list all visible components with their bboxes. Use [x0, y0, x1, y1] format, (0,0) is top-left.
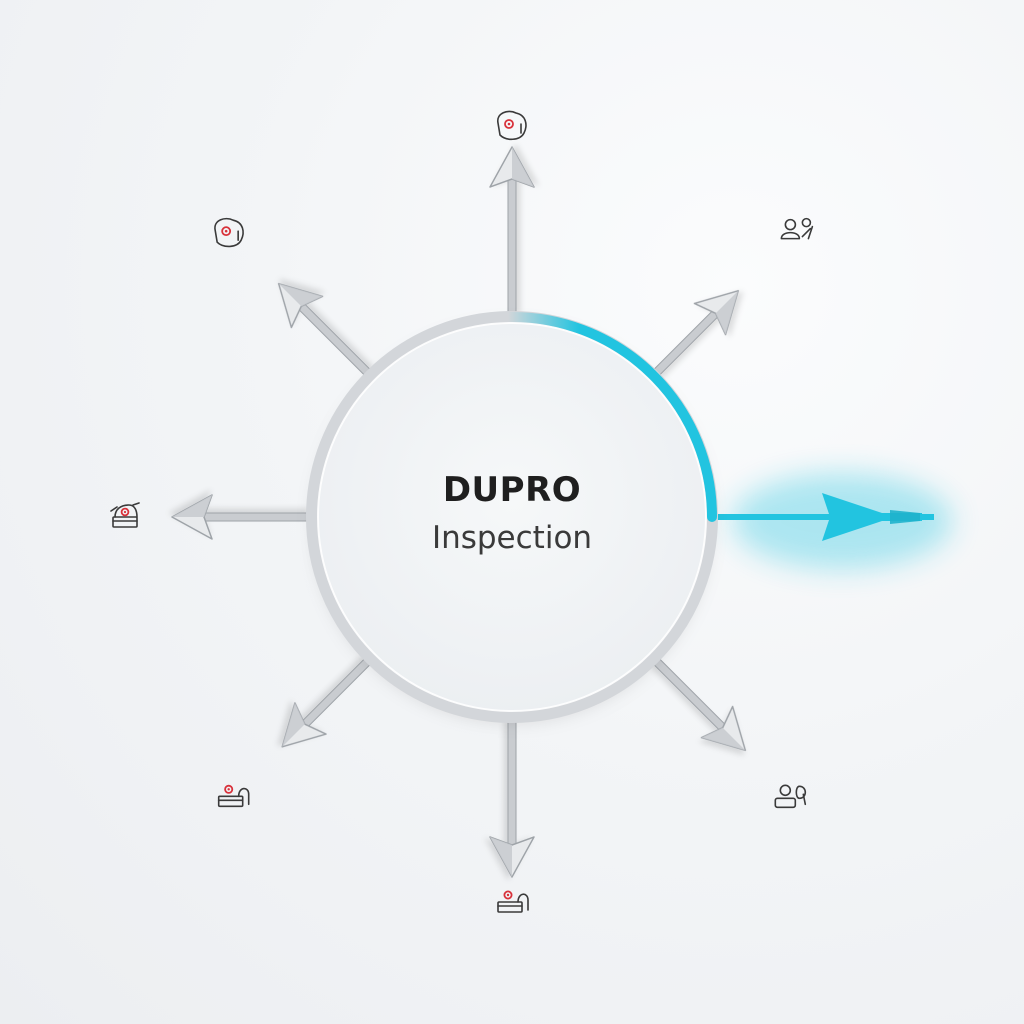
inspector-badge-icon [214, 217, 244, 248]
product-box-icon [497, 890, 529, 913]
spoke-arrow-down [489, 718, 535, 878]
spoke-arrow-down-right [651, 656, 747, 752]
machine-icon [110, 502, 140, 528]
person-badge-icon [774, 784, 807, 809]
spokes [171, 146, 934, 878]
people-icon [780, 217, 814, 240]
spoke-arrow-down-left [281, 656, 373, 748]
spoke-arrow-up-right [651, 289, 740, 378]
spoke-arrow-right [714, 493, 934, 541]
spoke-arrow-left [171, 494, 311, 540]
spoke-arrow-up [489, 146, 535, 316]
spoke-icons [110, 110, 814, 913]
hub-circle [306, 311, 718, 723]
ring-highlight-arc [503, 311, 717, 522]
inspector-badge-icon [497, 110, 527, 141]
product-box-icon [217, 784, 250, 808]
spoke-arrow-up-left [277, 282, 373, 378]
